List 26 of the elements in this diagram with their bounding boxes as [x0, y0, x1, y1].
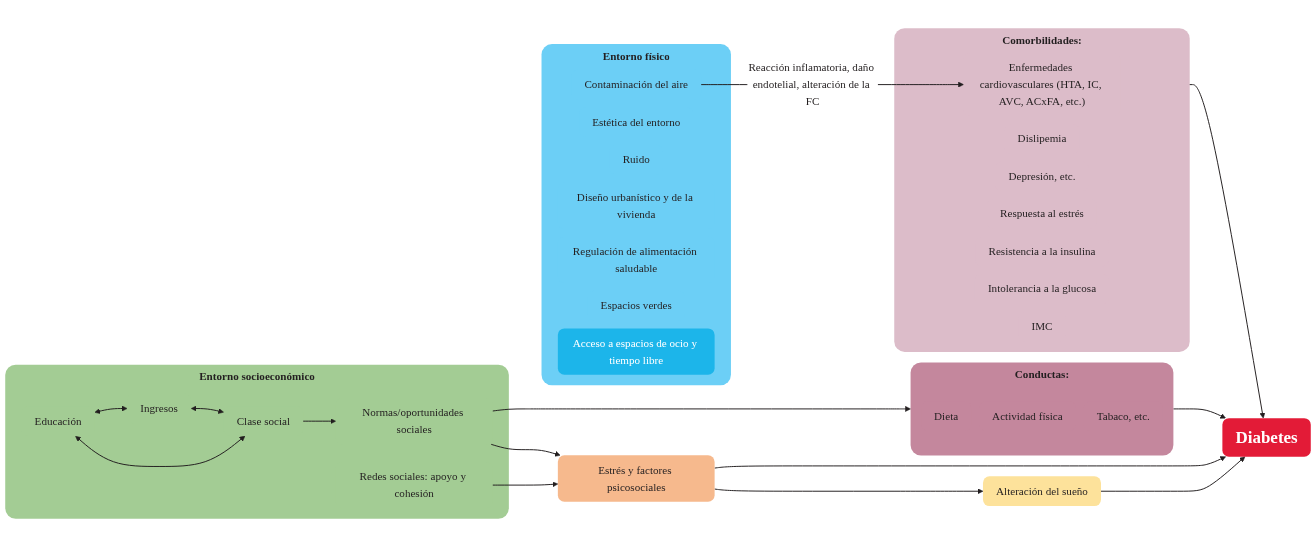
- node-text: Tabaco, etc.: [1096, 409, 1150, 423]
- node-text: Depresión, etc.: [1008, 170, 1076, 183]
- node-box: Acceso a espacios de ocio y tiempo libre: [557, 328, 715, 375]
- node-text: IMC: [1031, 320, 1053, 333]
- node-box: Diabetes: [1222, 418, 1311, 457]
- node-box: Estrés y factores psicosociales: [557, 455, 715, 502]
- node-text: Estética del entorno: [592, 115, 681, 129]
- node-text: Educación: [34, 414, 82, 428]
- node-text: Ruido: [622, 153, 650, 166]
- node-box: Alteración del sueño: [982, 476, 1101, 507]
- node-text: Diseño urbanístico y de la vivienda: [576, 190, 693, 220]
- node-text: Resistencia a la insulina: [988, 245, 1096, 258]
- node-text: Espacios verdes: [600, 299, 672, 312]
- node-text: Contaminación del aire: [584, 78, 689, 91]
- node-text: Regulación de alimentación saludable: [572, 245, 697, 275]
- node-text: Clase social: [236, 414, 291, 428]
- node-text: Ingresos: [140, 402, 178, 415]
- node-text: Intolerancia a la glucosa: [987, 282, 1097, 296]
- node-text: Dieta: [934, 409, 959, 423]
- node-text: Enfermedades cardiovasculares (HTA, IC, AVC, ACxFA, etc.): [979, 61, 1102, 108]
- edge-label: Reacción inflamatoria, daño endotelial, alteración de la FC: [748, 61, 874, 108]
- node-text: Dislipemia: [1017, 132, 1067, 145]
- node-text: Redes sociales: apoyo y cohesión: [359, 470, 466, 500]
- node-text: Normas/oportunidades sociales: [362, 406, 464, 436]
- node-text: Respuesta al estrés: [1000, 207, 1084, 220]
- node-text: Actividad física: [992, 409, 1063, 423]
